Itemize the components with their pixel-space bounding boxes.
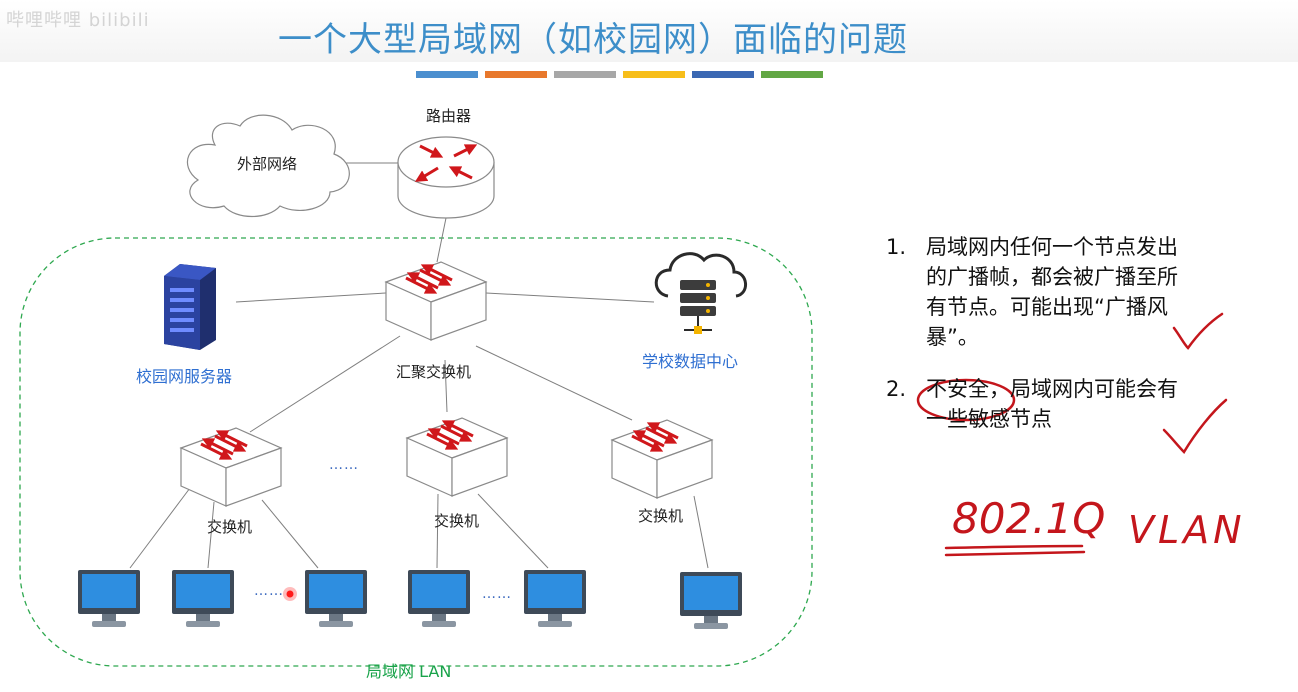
header-bar (0, 0, 1298, 62)
bilibili-watermark: 哔哩哔哩 bilibili (6, 10, 150, 31)
datacenter-label: 学校数据中心 (642, 352, 739, 371)
access-switch-label: 交换机 (638, 507, 684, 525)
checkmark-icon (1162, 398, 1228, 455)
cloud-icon (186, 114, 350, 217)
cloud-label: 外部网络 (237, 155, 298, 173)
ellipsis-hosts: …… (482, 586, 512, 602)
checkmark-icon (1172, 312, 1224, 350)
circle-mark-icon (916, 378, 1016, 422)
access-switch-label: 交换机 (434, 512, 480, 530)
server-label: 校园网服务器 (136, 367, 233, 386)
access-switch-icon (407, 418, 507, 496)
access-switch-icon (181, 428, 281, 506)
color-bar (485, 71, 547, 78)
color-bar (623, 71, 685, 78)
laser-pointer-dot (283, 587, 297, 601)
monitor-icon (524, 570, 586, 627)
network-links (129, 162, 709, 569)
underline-mark (944, 550, 1086, 557)
issue-number: 2. (886, 377, 907, 401)
lan-label: 局域网 LAN (366, 662, 452, 681)
monitor-icon (680, 572, 742, 629)
color-bar (554, 71, 616, 78)
monitor-icon (305, 570, 367, 627)
ellipsis-switches: …… (329, 457, 359, 473)
issue-item: 1. 局域网内任何一个节点发出的广播帧，都会被广播至所有节点。可能出现“广播风暴… (886, 232, 1216, 352)
handwritten-marks (916, 312, 1228, 557)
slide-title: 一个大型局域网（如校园网）面临的问题 (278, 20, 908, 60)
access-switch-icon (612, 420, 712, 498)
handwritten-vlan: VLAN (1128, 508, 1246, 552)
handwritten-802-1q: 802.1Q (952, 494, 1106, 543)
cloud-database-icon (654, 252, 747, 334)
agg-switch-label: 汇聚交换机 (396, 363, 472, 381)
server-rack-icon (164, 264, 216, 350)
monitor-icon (172, 570, 234, 627)
issue-text: 局域网内任何一个节点发出的广播帧，都会被广播至所有节点。可能出现“广播风暴”。 (926, 235, 1178, 349)
color-bar (761, 71, 823, 78)
router-label: 路由器 (426, 107, 472, 125)
monitor-icon (408, 570, 470, 627)
access-switch-label: 交换机 (207, 518, 253, 536)
issue-item: 2. 不安全，局域网内可能会有一些敏感节点 (886, 374, 1216, 434)
monitor-icon (78, 570, 140, 627)
color-bar (692, 71, 754, 78)
underline-mark (944, 544, 1084, 550)
aggregation-switch-icon (386, 262, 486, 340)
issue-text: 不安全，局域网内可能会有一些敏感节点 (926, 377, 1178, 431)
issues-list: 1. 局域网内任何一个节点发出的广播帧，都会被广播至所有节点。可能出现“广播风暴… (886, 232, 1216, 456)
issue-number: 1. (886, 235, 907, 259)
router-icon (397, 136, 495, 219)
ellipsis-hosts: …… (254, 583, 284, 599)
lan-boundary (19, 237, 813, 667)
color-bar (416, 71, 478, 78)
